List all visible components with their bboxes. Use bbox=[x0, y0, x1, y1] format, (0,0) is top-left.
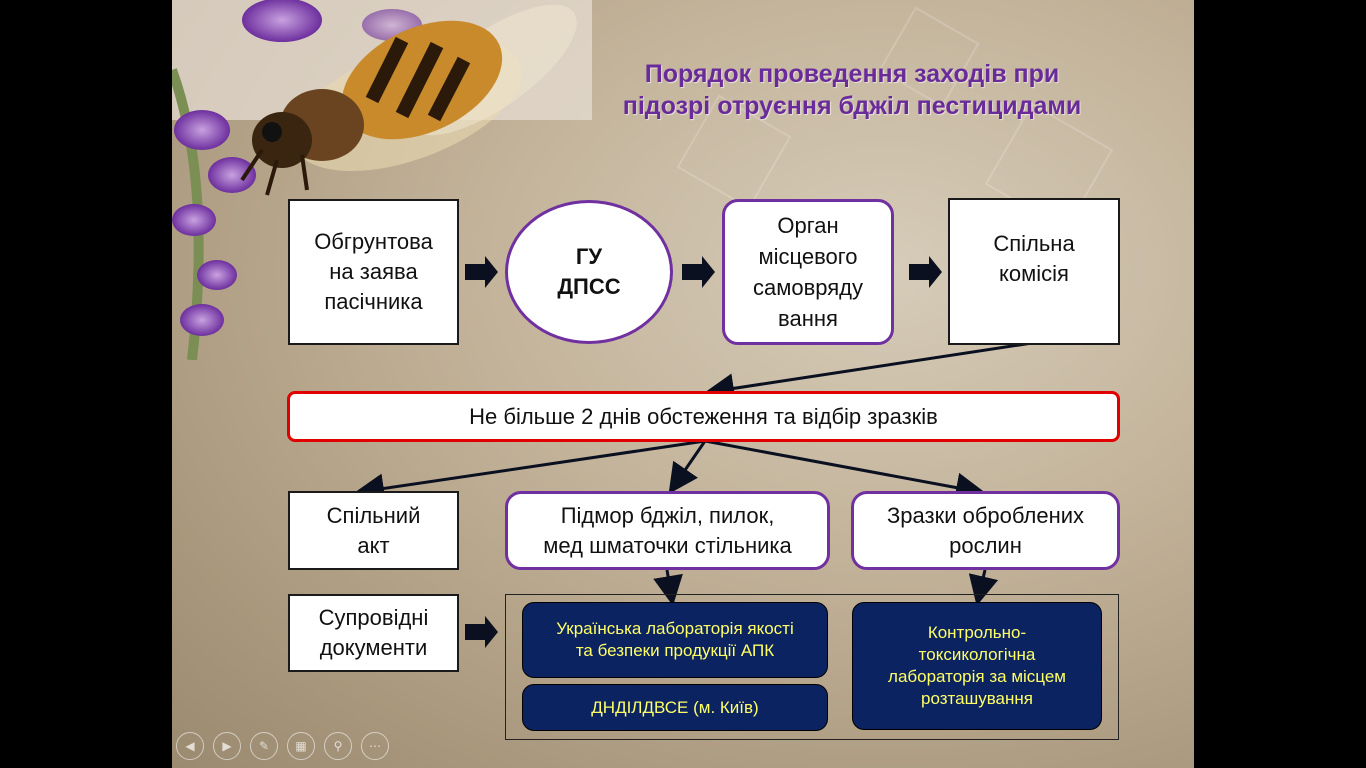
box-text-line: документи bbox=[319, 635, 428, 660]
box-text-line: Спільний bbox=[326, 502, 421, 528]
box-text-line: Обгрунтова bbox=[314, 229, 433, 254]
box-text-line: рослин bbox=[949, 532, 1022, 558]
pen-icon[interactable]: ✎ bbox=[250, 732, 278, 760]
box-text-line: самовряду bbox=[752, 275, 864, 300]
title-line: підозрі отруєння бджіл пестицидами bbox=[622, 92, 1082, 120]
more-icon[interactable]: ⋯ bbox=[361, 732, 389, 760]
block-arrow bbox=[465, 256, 498, 288]
box-text-line: Українська лабораторія якості bbox=[556, 619, 794, 638]
box-text-line: Зразки оброблених bbox=[886, 502, 1085, 528]
connector-arrow bbox=[354, 439, 706, 504]
block-arrows bbox=[465, 256, 942, 648]
box-text-line: ГУ bbox=[575, 244, 603, 269]
box-text-line: Орган bbox=[777, 213, 839, 238]
connectors bbox=[354, 256, 1033, 648]
next-icon[interactable]: ▶ bbox=[213, 732, 241, 760]
box-text-line: на заява bbox=[329, 259, 418, 284]
box-text-line: та безпеки продукції АПК bbox=[575, 641, 775, 660]
box-text-line: Контрольно- bbox=[927, 623, 1027, 642]
box-text-line: мед шматочки стільника bbox=[543, 532, 792, 558]
local-government-box: Орган місцевого самовряду вання bbox=[722, 199, 894, 345]
prev-icon[interactable]: ◀ bbox=[176, 732, 204, 760]
box-text-line: вання bbox=[778, 306, 838, 331]
laboratories-frame bbox=[505, 594, 1119, 740]
connector-arrow bbox=[704, 439, 986, 503]
box-text-line: токсикологічна bbox=[918, 645, 1036, 664]
bee-illustration bbox=[172, 0, 592, 360]
block-arrow bbox=[682, 256, 715, 288]
box-text-line: розташування bbox=[921, 689, 1033, 708]
title-line: Порядок проведення заходів при bbox=[644, 60, 1060, 88]
box-text: Не більше 2 днів обстеження та відбір зр… bbox=[469, 403, 938, 429]
slides-icon[interactable]: ▦ bbox=[287, 732, 315, 760]
control-toxicology-lab-box: Контрольно- токсикологічна лабораторія з… bbox=[852, 602, 1102, 730]
block-arrow bbox=[909, 256, 942, 288]
application-box: Обгрунтова на заява пасічника bbox=[288, 199, 459, 345]
box-text-line: місцевого bbox=[758, 244, 858, 269]
connector-arrow bbox=[704, 341, 1033, 404]
page-title: Порядок проведення заходів при підозрі о… bbox=[552, 58, 1152, 122]
box-text: ДНДІЛДВСЕ (м. Київ) bbox=[591, 697, 759, 717]
box-text-line: Підмор бджіл, пилок, bbox=[560, 502, 775, 528]
block-arrow bbox=[465, 616, 498, 648]
box-text-line: ДПСС bbox=[557, 274, 621, 299]
connector-arrow bbox=[653, 569, 683, 606]
gu-dpss-circle: ГУ ДПСС bbox=[505, 200, 673, 344]
slide: Порядок проведення заходів при підозрі о… bbox=[172, 0, 1194, 768]
box-text-line: акт bbox=[357, 532, 390, 558]
slideshow-toolbar: ◀ ▶ ✎ ▦ ⚲ ⋯ bbox=[176, 732, 389, 760]
joint-commission-box: Спільна комісія bbox=[948, 198, 1120, 345]
zoom-icon[interactable]: ⚲ bbox=[324, 732, 352, 760]
joint-act-box: Спільний акт bbox=[288, 491, 459, 570]
dndildvse-lab-box: ДНДІЛДВСЕ (м. Київ) bbox=[522, 684, 828, 731]
connector-arrow bbox=[968, 569, 999, 606]
connector-arrow bbox=[668, 440, 707, 494]
box-text-line: пасічника bbox=[324, 289, 423, 314]
inspection-box: Не більше 2 днів обстеження та відбір зр… bbox=[287, 391, 1120, 442]
box-text-line: лабораторія за місцем bbox=[888, 667, 1066, 686]
bee-samples-box: Підмор бджіл, пилок, мед шматочки стільн… bbox=[505, 491, 830, 570]
box-text-line: Супровідні bbox=[318, 605, 429, 630]
documents-box: Супровідні документи bbox=[288, 594, 459, 672]
box-text-line: комісія bbox=[999, 260, 1069, 286]
plant-samples-box: Зразки оброблених рослин bbox=[851, 491, 1120, 570]
box-text-line: Спільна bbox=[993, 230, 1075, 256]
ukrainian-lab-box: Українська лабораторія якості та безпеки… bbox=[522, 602, 828, 678]
